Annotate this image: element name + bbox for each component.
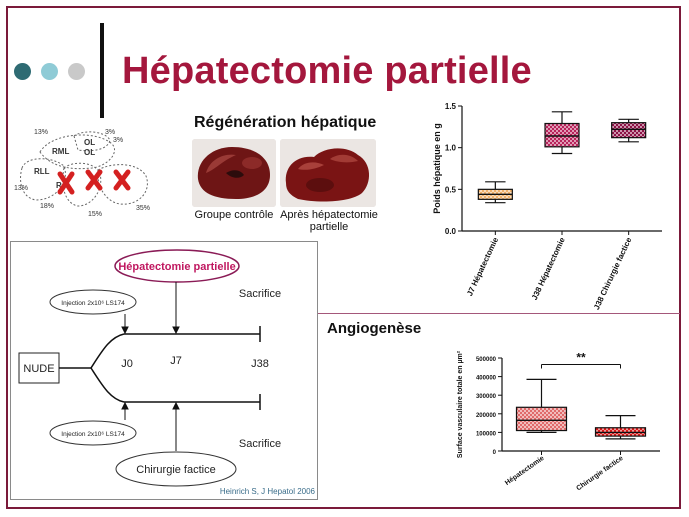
liver-label: 15%	[88, 211, 102, 218]
slide-frame	[6, 6, 681, 509]
x-tick-label: J7 Hépatectomie	[465, 236, 500, 298]
y-tick-label: 0	[493, 450, 497, 456]
j0-label: J0	[121, 358, 133, 370]
y-tick-label: 400000	[476, 376, 497, 382]
injection-oval-top	[49, 289, 137, 315]
liver-label: RLL	[34, 167, 50, 176]
vascular-surface-chart: 0 100000 200000 300000 400000 500000 Surface v…	[457, 350, 660, 492]
protocol-diagram: Hépatectomie partielle Injection 2x10⁶ L…	[18, 249, 316, 496]
injection-oval-bottom	[49, 420, 137, 446]
y-tick-label: 100000	[476, 431, 497, 437]
box	[515, 406, 568, 432]
significance-label: **	[576, 351, 586, 365]
liver-label: 3%	[113, 137, 123, 144]
y-axis-label: Poids hépatique en g	[432, 123, 442, 214]
liver-label: 3%	[105, 129, 115, 136]
liver-label: 35%	[136, 205, 150, 212]
liver-label: R	[56, 181, 62, 190]
x-tick-label: J38 Chirurgie factice	[592, 236, 634, 310]
liver-label: OL	[84, 148, 95, 157]
y-tick-label: 500000	[476, 357, 497, 363]
y-tick-label: 0.0	[445, 227, 457, 236]
sacrifice-label-bottom: Sacrifice	[239, 438, 281, 450]
sham-surgery-oval	[115, 451, 237, 487]
j38-label: J38	[251, 358, 269, 370]
sham-surgery-label: Chirurgie factice	[136, 464, 215, 476]
box	[611, 122, 647, 139]
bullet-dot-grey	[68, 63, 85, 80]
liver-label: OL	[84, 138, 95, 147]
caption-control: Groupe contrôle	[194, 209, 274, 221]
x-tick-label: J38 Hépatectomie	[530, 236, 567, 302]
injection-label-top: Injection 2x10⁶ LS174	[61, 300, 125, 307]
y-tick-label: 1.5	[445, 102, 457, 111]
liver-photo-control	[192, 139, 276, 207]
x-tick-label: Chirurgie factice	[575, 455, 624, 492]
liver-label: 13%	[34, 129, 48, 136]
bullet-dot-light	[41, 63, 58, 80]
y-tick-label: 0.5	[445, 185, 457, 194]
caption-after: Après hépatectomie partielle	[280, 209, 378, 233]
liver-label: 13%	[14, 185, 28, 192]
liver-photo-after	[280, 139, 376, 207]
slide-title: Hépatectomie partielle	[122, 50, 532, 92]
y-tick-label: 300000	[476, 394, 497, 400]
injection-label-bottom: Injection 2x10⁶ LS174	[61, 431, 125, 438]
liver-label: 18%	[40, 203, 54, 210]
x-tick-label: Hépatectomie	[504, 455, 546, 487]
y-tick-label: 200000	[476, 413, 497, 419]
bullet-dot-dark	[14, 63, 31, 80]
sacrifice-label-top: Sacrifice	[239, 288, 281, 300]
credit-text: Heinrich S, J Hepatol 2006	[220, 487, 316, 496]
j7-label: J7	[170, 355, 182, 367]
hepatectomy-label: Hépatectomie partielle	[118, 261, 235, 273]
title-divider	[100, 23, 104, 118]
angiogenesis-heading: Angiogenèse	[327, 320, 422, 337]
section-divider	[318, 313, 680, 314]
y-axis-label: Surface vasculaire totale en µm²	[457, 350, 464, 458]
y-tick-label: 1.0	[445, 144, 457, 153]
liver-lobe-diagram: 13% 3% 3% RML OL OL RLL R 13% 18% 15% 35…	[14, 129, 150, 218]
nude-box	[18, 352, 60, 384]
hepatectomy-oval	[114, 249, 240, 283]
box	[544, 122, 580, 148]
nude-label: NUDE	[23, 363, 54, 375]
regeneration-heading: Régénération hépatique	[194, 114, 377, 131]
liver-label: RML	[52, 147, 69, 156]
